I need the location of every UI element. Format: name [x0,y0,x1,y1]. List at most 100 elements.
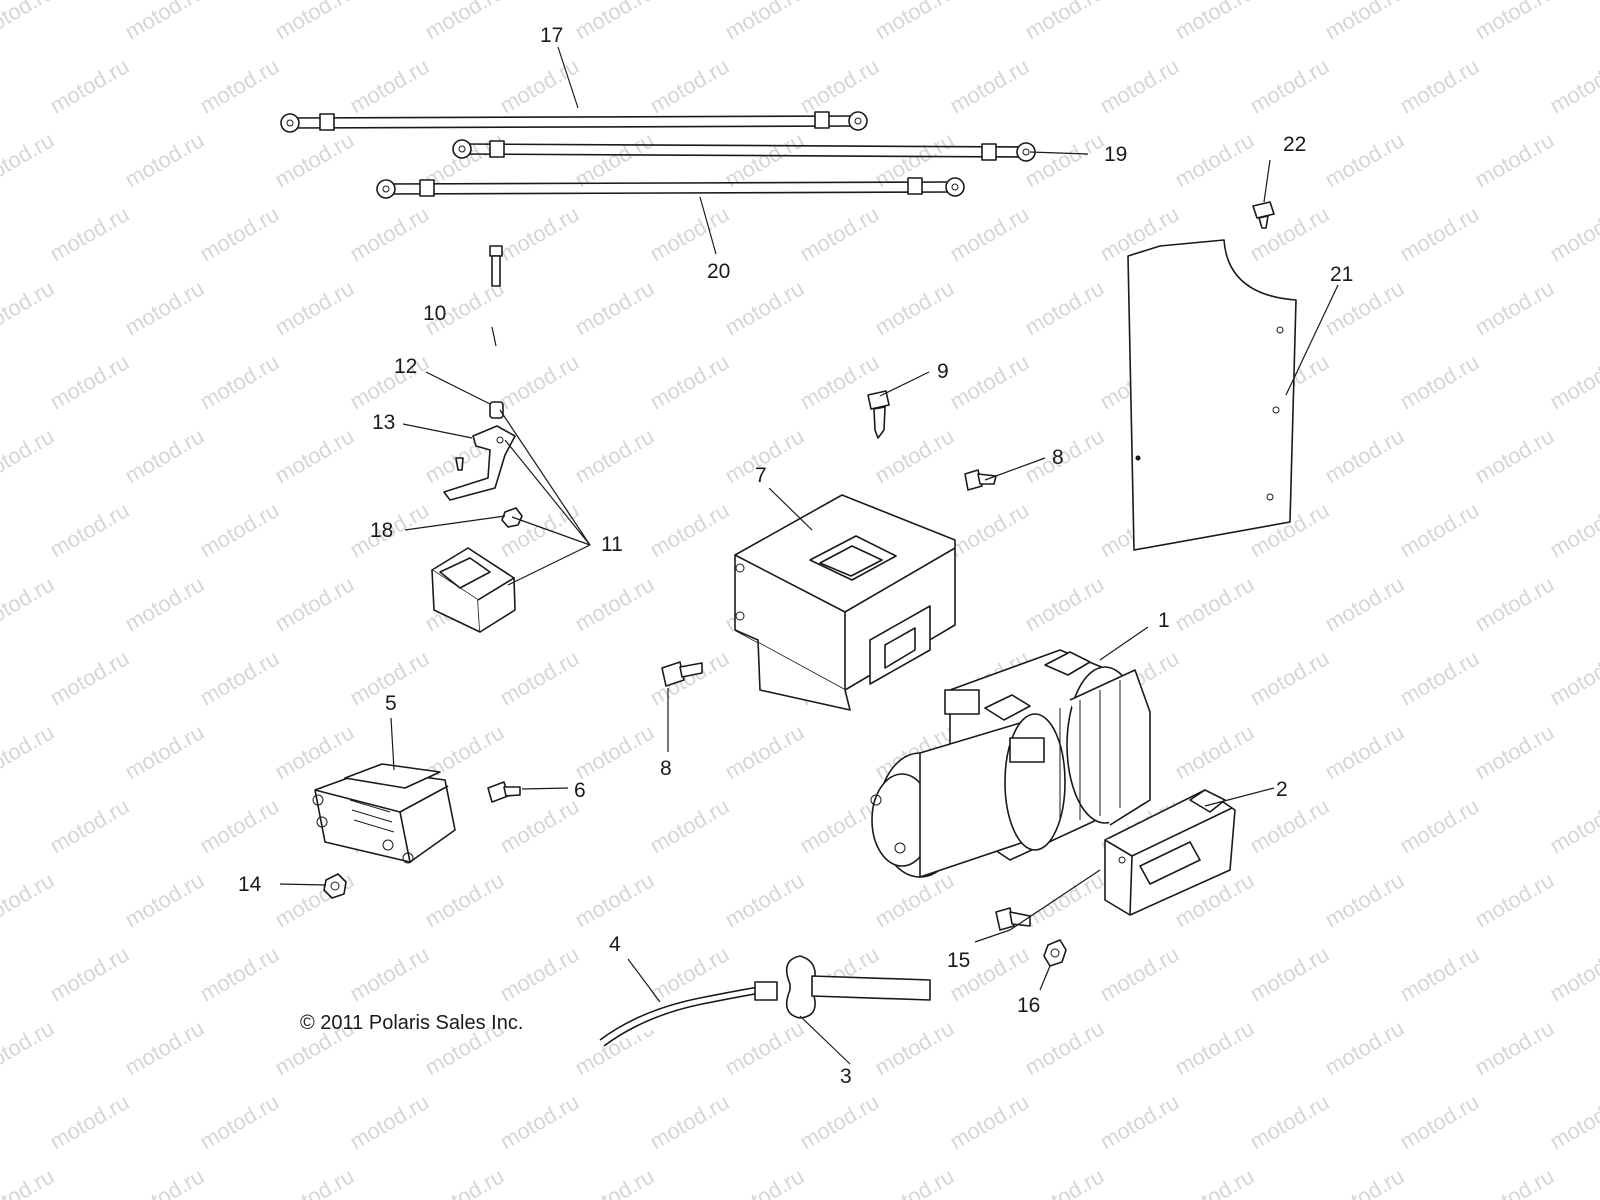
watermark-text: motod.ru [1171,571,1259,636]
winch-1[interactable] [870,649,1151,878]
watermark-text: motod.ru [121,0,209,44]
watermark-text: motod.ru [721,719,809,784]
watermark-text: motod.ru [346,201,434,266]
watermark-text: motod.ru [1021,1163,1109,1200]
watermark-text: motod.ru [1471,867,1559,932]
callout-18: 18 [370,519,393,542]
watermark-text: motod.ru [871,275,959,340]
cable-20[interactable] [376,177,965,199]
hook-strap-3[interactable] [754,955,931,1019]
winch-mount-bracket-7[interactable] [734,494,956,711]
contactor-5[interactable] [312,763,456,864]
leader-lines [279,46,1339,1065]
watermark-text: motod.ru [496,793,584,858]
watermark-text: motod.ru [1396,201,1484,266]
watermark-text: motod.ru [0,275,58,340]
watermark-text: motod.ru [1021,423,1109,488]
watermark-text: motod.ru [946,497,1034,562]
callout-11: 11 [601,533,623,556]
watermark-text: motod.ru [721,1163,809,1200]
watermark-text: motod.ru [0,571,58,636]
screw-6[interactable] [487,781,521,803]
winch-rope-4[interactable] [599,984,773,1047]
watermark-text: motod.ru [46,201,134,266]
callout-16: 16 [1017,994,1040,1017]
bolt-10[interactable] [489,245,503,287]
push-rivet-22[interactable] [1252,201,1275,229]
watermark-text: motod.ru [1546,941,1600,1006]
callout-3: 3 [840,1065,852,1088]
nut-14[interactable] [323,873,347,899]
watermark-text: motod.ru [1246,941,1334,1006]
watermark-text: motod.ru [1096,1089,1184,1154]
callout-8-top: 8 [1052,446,1064,469]
watermark-text: motod.ru [1546,497,1600,562]
push-rivet-8-top[interactable] [964,469,997,491]
cover-box-11[interactable] [431,547,516,633]
watermark-text: motod.ru [571,0,659,44]
watermark-text: motod.ru [571,867,659,932]
watermark-text: motod.ru [421,1163,509,1200]
watermark-text: motod.ru [571,1163,659,1200]
bracket-13[interactable] [443,425,516,501]
callout-9: 9 [937,360,949,383]
watermark-text: motod.ru [196,1089,284,1154]
watermark-text: motod.ru [571,275,659,340]
watermark-text: motod.ru [1396,645,1484,710]
watermark-text: motod.ru [1321,127,1409,192]
watermark-text: motod.ru [1171,0,1259,44]
watermark-text: motod.ru [1471,571,1559,636]
watermark-text: motod.ru [946,53,1034,118]
watermark-text: motod.ru [196,941,284,1006]
watermark-text: motod.ru [571,423,659,488]
watermark-text: motod.ru [1171,719,1259,784]
cable-17[interactable] [280,111,868,133]
watermark-text: motod.ru [1546,645,1600,710]
watermark-text: motod.ru [1246,793,1334,858]
watermark-text: motod.ru [346,53,434,118]
fairlead-2[interactable] [1104,789,1236,916]
watermark-text: motod.ru [271,0,359,44]
bolt-9[interactable] [867,390,890,439]
cable-19[interactable] [452,139,1036,162]
callout-6: 6 [574,779,586,802]
watermark-text: motod.ru [721,867,809,932]
watermark-text: motod.ru [121,719,209,784]
watermark-text: motod.ru [1396,497,1484,562]
watermark-text: motod.ru [1396,349,1484,414]
nut-16[interactable] [1043,939,1067,967]
watermark-text: motod.ru [496,497,584,562]
watermark-text: motod.ru [796,1089,884,1154]
callout-12: 12 [394,355,417,378]
watermark-text: motod.ru [1396,1089,1484,1154]
watermark-text: motod.ru [1471,127,1559,192]
bolt-8-lower[interactable] [661,661,703,687]
watermark-text: motod.ru [346,349,434,414]
watermark-text: motod.ru [496,941,584,1006]
callout-21: 21 [1330,263,1353,286]
watermark-text: motod.ru [1021,1015,1109,1080]
watermark-text: motod.ru [0,423,58,488]
watermark-text: motod.ru [1471,423,1559,488]
watermark-text: motod.ru [871,0,959,44]
watermark-text: motod.ru [121,571,209,636]
watermark-text: motod.ru [271,867,359,932]
watermark-text: motod.ru [796,201,884,266]
callouts: 17 19 20 22 21 10 12 13 18 11 9 8 7 8 1 … [238,24,1353,1088]
spacer-12[interactable] [489,401,504,419]
watermark-text: motod.ru [1471,1015,1559,1080]
callout-19: 19 [1104,143,1127,166]
callout-4: 4 [609,933,621,956]
callout-2: 2 [1276,778,1288,801]
shield-panel-21[interactable] [1127,239,1297,551]
watermark-text: motod.ru [0,719,58,784]
watermark-text: motod.ru [1321,0,1409,44]
watermark-text: motod.ru [496,1089,584,1154]
watermark-text: motod.ru [271,719,359,784]
callout-15: 15 [947,949,970,972]
watermark-text: motod.ru [571,571,659,636]
watermark-text: motod.ru [46,793,134,858]
watermark-text: motod.ru [1096,53,1184,118]
watermark-text: motod.ru [871,423,959,488]
bolt-15[interactable] [995,907,1031,931]
